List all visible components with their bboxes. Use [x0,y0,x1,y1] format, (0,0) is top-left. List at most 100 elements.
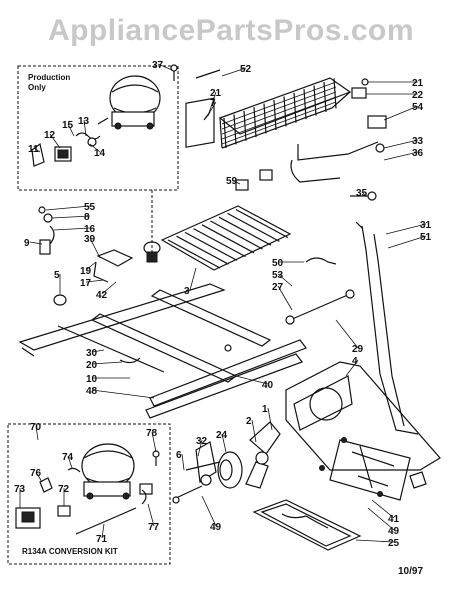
evaporator-coil [160,205,292,271]
drain-tube-parts [285,257,355,325]
leader-line-32 [197,439,203,457]
part-number-12[interactable]: 12 [44,130,56,141]
part-number-32[interactable]: 32 [196,436,208,447]
part-number-53[interactable]: 53 [272,270,284,281]
part-number-3[interactable]: 3 [184,286,190,297]
fan-shroud-bracket [285,361,441,501]
leader-line-40 [235,375,269,385]
condenser-fin [303,89,307,120]
part-number-24[interactable]: 24 [216,430,228,441]
condenser-fin [293,92,297,123]
part-number-55[interactable]: 55 [84,202,96,213]
conversion-small-parts [15,450,160,535]
part-number-70[interactable]: 70 [30,422,42,433]
leader-line-41 [371,499,395,519]
part-number-59[interactable]: 59 [226,176,238,187]
part-number-20[interactable]: 20 [86,360,98,371]
drain-pan [252,499,362,551]
part-number-41[interactable]: 41 [388,514,400,525]
leader-line-27 [277,285,293,311]
part-number-35[interactable]: 35 [356,188,368,199]
part-number-39[interactable]: 39 [84,234,96,245]
leader-line-15 [67,123,75,137]
leader-line-36 [383,151,419,161]
part-number-74[interactable]: 74 [62,452,74,463]
part-number-16[interactable]: 16 [84,224,96,235]
part-number-78[interactable]: 78 [146,428,158,439]
part-number-13[interactable]: 13 [78,116,90,127]
part-number-7[interactable]: 7 [210,98,216,109]
leader-line-12 [49,133,61,149]
part-number-8[interactable]: 8 [84,212,90,223]
leader-line-29 [335,319,359,349]
part-number-21[interactable]: 21 [210,88,222,99]
part-number-10[interactable]: 10 [86,374,98,385]
part-number-52[interactable]: 52 [240,64,252,75]
part-number-40[interactable]: 40 [262,380,274,391]
leader-line-14 [89,143,101,153]
part-number-36[interactable]: 36 [412,148,424,159]
leader-line-76 [35,471,43,483]
part-number-30[interactable]: 30 [86,348,98,359]
leader-line-55 [45,205,91,211]
leader-line-48 [91,389,155,399]
production-only-box [17,65,179,191]
leader-line-3 [189,267,197,291]
base-frame [18,283,307,419]
leader-line-59 [231,179,241,185]
leader-line-70 [35,425,39,441]
part-number-25[interactable]: 25 [388,538,400,549]
part-number-49[interactable]: 49 [388,526,400,537]
leader-line-24 [221,433,227,453]
part-number-17[interactable]: 17 [80,278,92,289]
part-number-31[interactable]: 31 [420,220,432,231]
leader-line-19 [85,261,97,271]
part-number-71[interactable]: 71 [96,534,108,545]
part-number-50[interactable]: 50 [272,258,284,269]
part-number-14[interactable]: 14 [94,148,106,159]
production-label-line1: Production [28,73,70,82]
part-number-73[interactable]: 73 [14,484,26,495]
fan-motor-assembly [172,421,281,504]
part-number-29[interactable]: 29 [352,344,364,355]
part-number-19[interactable]: 19 [80,266,92,277]
part-number-54[interactable]: 54 [412,102,424,113]
part-number-72[interactable]: 72 [58,484,70,495]
part-number-51[interactable]: 51 [420,232,432,243]
part-number-27[interactable]: 27 [272,282,284,293]
part-number-77[interactable]: 77 [148,522,160,533]
part-number-6[interactable]: 6 [176,450,182,461]
part-number-33[interactable]: 33 [412,136,424,147]
leader-line-52 [221,67,247,77]
leader-line-39 [89,237,101,259]
leader-line-2 [251,419,257,443]
part-number-76[interactable]: 76 [30,468,42,479]
part-number-42[interactable]: 42 [96,290,108,301]
leader-line-8 [51,215,91,219]
part-number-15[interactable]: 15 [62,120,74,131]
leader-line-53 [277,273,293,287]
leader-line-33 [383,139,419,149]
part-number-2[interactable]: 2 [246,416,252,427]
small-parts-top [170,64,387,201]
part-number-21[interactable]: 21 [412,78,424,89]
condenser-tube [221,96,337,140]
production-label-line2: Only [28,83,46,92]
leader-line-37 [157,63,173,71]
part-number-4[interactable]: 4 [352,356,358,367]
leader-line-78 [151,431,157,453]
leader-lines [19,63,427,543]
part-number-1[interactable]: 1 [262,404,268,415]
part-number-48[interactable]: 48 [86,386,98,397]
part-number-9[interactable]: 9 [24,238,30,249]
evaporator-tube [210,220,263,250]
part-number-37[interactable]: 37 [152,60,164,71]
part-number-11[interactable]: 11 [28,144,39,155]
part-number-49[interactable]: 49 [210,522,222,533]
evaporator-tube [176,235,229,265]
part-number-22[interactable]: 22 [412,90,424,101]
evaporator-tube [218,216,272,246]
part-number-5[interactable]: 5 [54,270,60,281]
conversion-kit-label: R134A CONVERSION KIT [22,547,118,556]
